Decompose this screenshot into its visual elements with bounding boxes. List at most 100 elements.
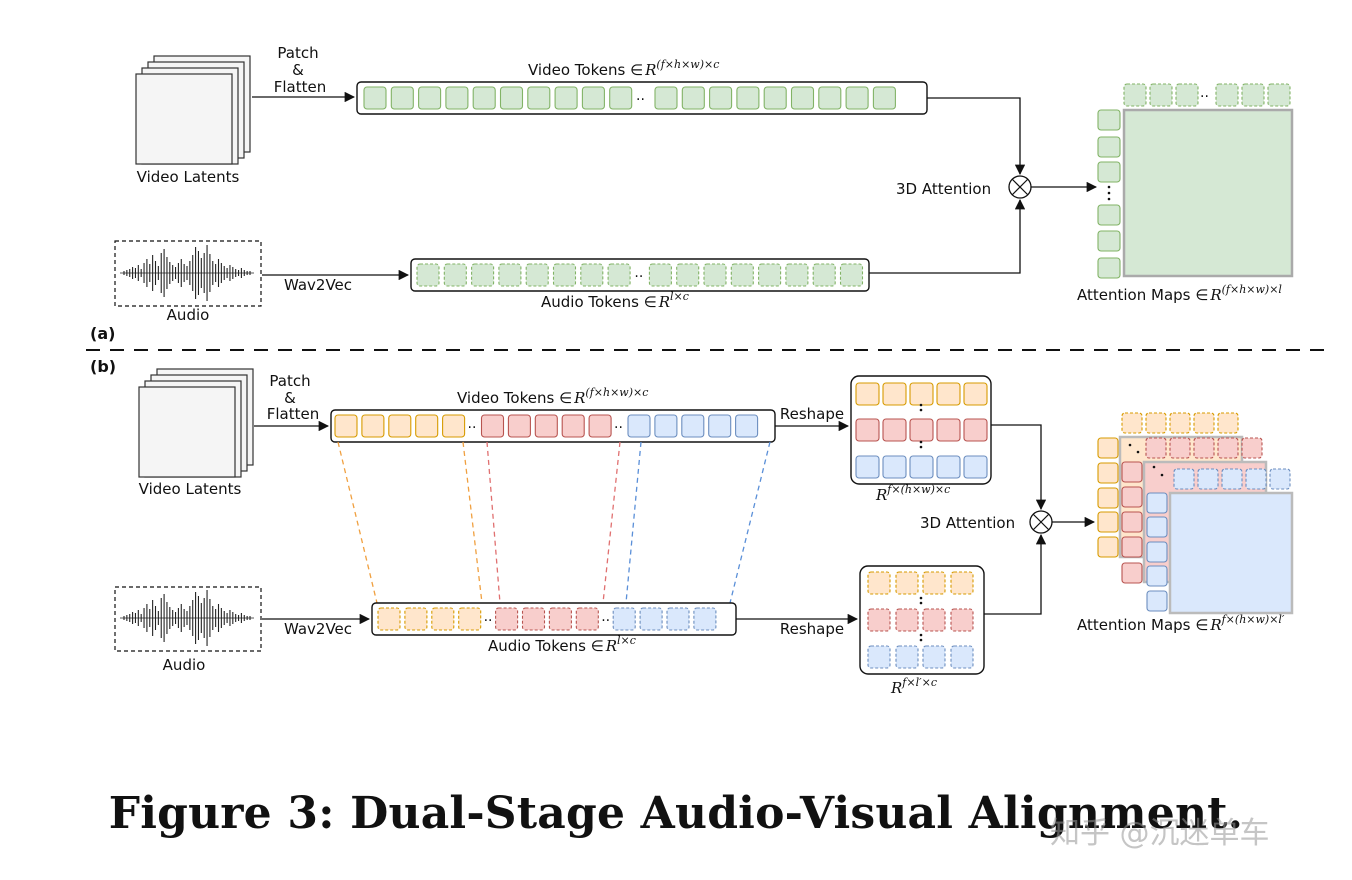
token-cell [471,263,495,287]
token-cell [1146,492,1168,514]
video-to-attention-arrow [927,97,1026,176]
token-cell [507,414,531,438]
token-cell [552,263,577,287]
token-cell [735,414,759,438]
audio-waveform-icon [120,590,254,646]
ellipsis-dot [919,633,923,637]
token-cell [554,86,578,110]
audio-tokens-label: Audio Tokens ∈Rl×c [541,290,689,311]
token-cell [581,86,605,110]
token-cell [790,86,815,110]
token-cell [909,382,934,406]
watermark: 知乎 @沉迷单车 [1050,816,1270,851]
attention-map-stack [1097,412,1294,615]
reshape-audio-label: Reshape [780,620,844,638]
attention-map-layer [1168,491,1294,615]
video-token-cells: ·· ·· [334,414,759,438]
audio-to-attention-arrow [984,533,1047,615]
panel-a-label: (a) [90,324,115,343]
token-cell [1241,83,1265,107]
token-cell [895,645,919,669]
ellipsis-dot [919,403,923,407]
audio-tokens-label: Audio Tokens ∈Rl×c [488,634,636,655]
attention-label: 3D Attention [896,180,991,198]
token-cell [785,263,809,287]
token-cell [415,414,439,438]
token-cell [1197,468,1219,490]
token-cell [607,263,631,287]
token-cell [443,263,467,287]
token-cell [1217,412,1239,434]
token-cell [867,608,891,632]
panel-b-label: (b) [90,357,116,376]
token-cell [1097,257,1121,279]
token-cell [1145,412,1167,434]
token-cell [936,418,961,442]
token-cell [472,86,496,110]
token-cell [909,418,934,442]
token-cell [736,86,760,110]
token-cell [588,414,612,438]
token-cell [1123,83,1147,107]
token-cell [1097,109,1121,131]
token-cell [1121,412,1143,434]
token-cell [818,86,842,110]
token-cell [639,607,663,631]
token-cell [758,263,782,287]
video-latents-stack-icon [138,368,254,478]
token-cell [855,382,880,406]
ellipsis: ·· [468,420,477,436]
multiply-operator-icon [1008,175,1032,199]
token-cell [1097,511,1119,533]
token-cell [1169,437,1191,459]
token-cell [1121,536,1143,558]
token-cell [404,607,428,631]
token-cell [654,414,678,438]
audio-token-cells: ···· [377,607,717,631]
token-cell [1146,590,1168,612]
panel-b: (b) Video Latents Patch & Flatten ···· V… [90,357,1294,697]
token-cell [1146,565,1168,587]
token-cell [963,382,988,406]
amp-label: & [292,61,304,79]
token-cell [922,571,946,595]
token-cell [867,645,891,669]
token-cell [708,414,732,438]
token-cell [1245,468,1267,490]
token-cell [1267,83,1291,107]
ellipsis-dot [919,408,923,412]
token-cell [1097,230,1121,252]
ellipsis: ·· [614,420,623,436]
token-cell [1217,437,1239,459]
token-cell [431,607,455,631]
token-cell [681,86,705,110]
token-cell [442,414,466,438]
audio-token-bar [410,258,870,292]
token-cell [895,571,919,595]
video-latents-stack-icon [135,55,251,165]
video-tokens-label: Video Tokens ∈R(f×h×w)×c [457,386,648,407]
flatten-label: Flatten [274,78,327,96]
token-cell [527,86,551,110]
ellipsis: ·· [1200,89,1209,105]
ellipsis-dot [1136,450,1140,454]
token-cell [855,455,880,479]
reshaped-video-grid [855,382,988,479]
token-cell [480,414,505,438]
token-cell [882,418,907,442]
ellipsis-dot [1128,443,1132,447]
token-cell [548,607,572,631]
token-cell [693,607,717,631]
token-cell [1193,437,1215,459]
audio-box [114,586,262,652]
reshape-video-label: Reshape [780,405,844,423]
token-cell [363,86,387,110]
token-cell [963,418,988,442]
ellipsis: ·· [636,92,645,108]
audio-label: Audio [167,306,210,324]
token-cell [845,86,869,110]
wav2vec-label: Wav2Vec [284,276,352,294]
patch-label: Patch [269,372,310,390]
token-cell [1146,516,1168,538]
